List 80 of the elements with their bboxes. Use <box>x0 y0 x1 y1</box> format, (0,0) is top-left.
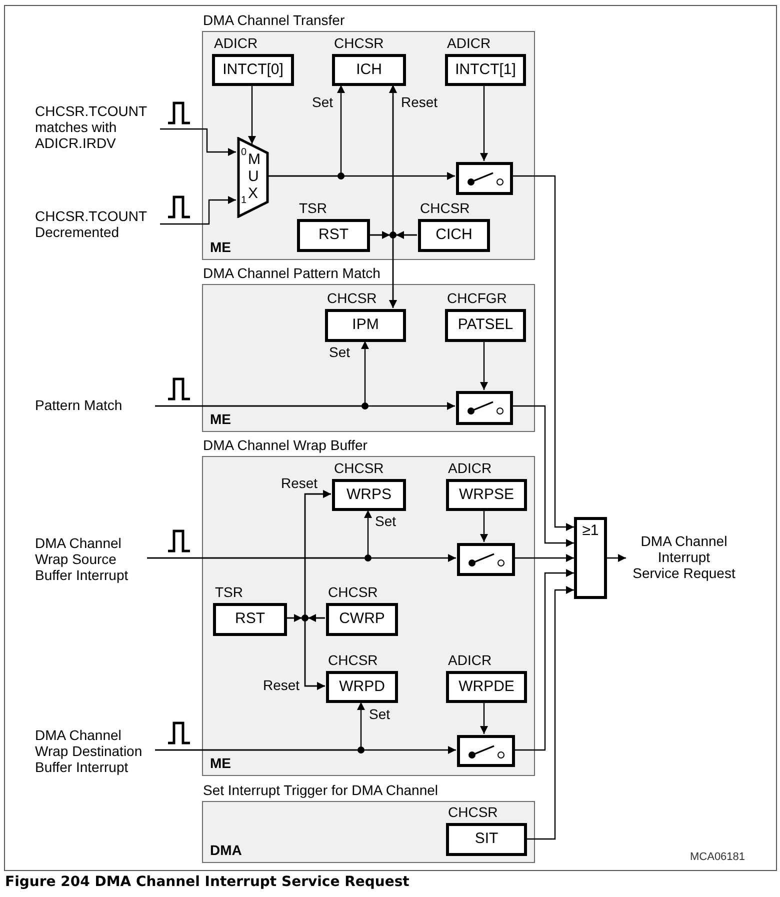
register-name: CHCSR <box>420 200 470 216</box>
multiplexer <box>237 137 269 218</box>
register-box: CICH <box>418 219 490 252</box>
register-box: PATSEL <box>445 309 526 342</box>
register-name: CHCSR <box>334 35 384 51</box>
signal-label: DMA Channel Wrap Destination Buffer Interrupt <box>35 727 155 777</box>
register-name: ADICR <box>448 460 492 476</box>
connector-arrow <box>607 554 626 562</box>
connector-arrow <box>160 196 236 225</box>
gate-symbol: ≥1 <box>582 522 599 540</box>
register-box: RST <box>297 219 370 252</box>
edge-label: Set <box>375 513 396 529</box>
mux-label: MUX <box>248 151 262 202</box>
group-title: DMA Channel Wrap Buffer <box>203 437 368 453</box>
register-name: ADICR <box>448 652 492 668</box>
register-name: CHCSR <box>334 460 384 476</box>
or-gate <box>574 517 607 599</box>
connector-arrow <box>514 554 574 562</box>
group-title: Set Interrupt Trigger for DMA Channel <box>203 782 438 798</box>
register-name: CHCFGR <box>447 290 507 306</box>
register-box: ICH <box>332 54 406 86</box>
group-tag: ME <box>210 755 231 771</box>
connector-arrow <box>514 569 574 751</box>
register-box: WRPD <box>326 671 398 703</box>
edge-label: Set <box>312 94 334 110</box>
edge-label: Set <box>369 706 390 722</box>
register-box: SIT <box>446 823 527 856</box>
connector-arrow <box>304 617 325 690</box>
group-tag: ME <box>210 411 231 427</box>
connector-arrow <box>155 341 369 407</box>
register-name: CHCSR <box>448 804 498 820</box>
input-number: 1 <box>241 195 247 206</box>
register-name: CHCSR <box>327 290 377 306</box>
register-name: ADICR <box>447 35 491 51</box>
figure-id: MCA06181 <box>690 851 746 863</box>
group-title: DMA Channel Pattern Match <box>203 265 380 281</box>
register-box: WRPDE <box>446 671 527 703</box>
group-tag: ME <box>210 239 231 255</box>
output-label: DMA Channel Interrupt Service Request <box>626 533 742 583</box>
edge-label: Reset <box>281 475 318 491</box>
register-box: CWRP <box>326 603 398 636</box>
connector-arrow <box>480 85 488 161</box>
register-box: IPM <box>325 309 406 342</box>
register-box: INTCT[0] <box>212 54 294 86</box>
figure-caption: Figure 204 DMA Channel Interrupt Service Request <box>5 874 410 891</box>
register-box: RST <box>213 603 287 636</box>
signal-label: Pattern Match <box>35 397 155 415</box>
connector-arrow <box>389 234 417 308</box>
register-name: CHCSR <box>328 584 378 600</box>
register-box: WRPSE <box>446 479 527 511</box>
connector-arrow <box>248 85 256 144</box>
switch-box <box>457 543 515 576</box>
switch-box <box>456 391 513 425</box>
register-name: ADICR <box>214 35 258 51</box>
connector-arrow <box>268 85 345 177</box>
register-name: TSR <box>299 200 327 216</box>
connector-arrow <box>160 128 236 156</box>
connector-arrow <box>155 702 365 751</box>
signal-label: CHCSR.TCOUNT matches with ADICR.IRDV <box>35 103 160 153</box>
register-name: TSR <box>215 584 243 600</box>
register-name: CHCSR <box>328 652 378 668</box>
connector-arrow <box>480 702 488 734</box>
input-number: 0 <box>241 147 247 158</box>
signal-label: CHCSR.TCOUNT Decremented <box>35 208 160 242</box>
group-title: DMA Channel Transfer <box>203 12 345 28</box>
edge-label: Reset <box>401 94 438 110</box>
connector-arrow <box>526 586 574 840</box>
signal-label: DMA Channel Wrap Source Buffer Interrupt <box>35 535 147 585</box>
edge-label: Set <box>329 344 350 360</box>
connector-arrow <box>480 510 488 542</box>
group-tag: DMA <box>210 842 242 858</box>
connector-arrow <box>480 341 488 390</box>
connector-arrow <box>512 405 574 547</box>
connector-arrow <box>147 510 372 559</box>
edge-label: Reset <box>263 677 300 693</box>
switch-box <box>456 162 513 195</box>
connector-arrow <box>512 175 574 531</box>
register-box: WRPS <box>332 479 406 511</box>
register-box: INTCT[1] <box>445 54 526 86</box>
switch-box <box>457 735 515 767</box>
